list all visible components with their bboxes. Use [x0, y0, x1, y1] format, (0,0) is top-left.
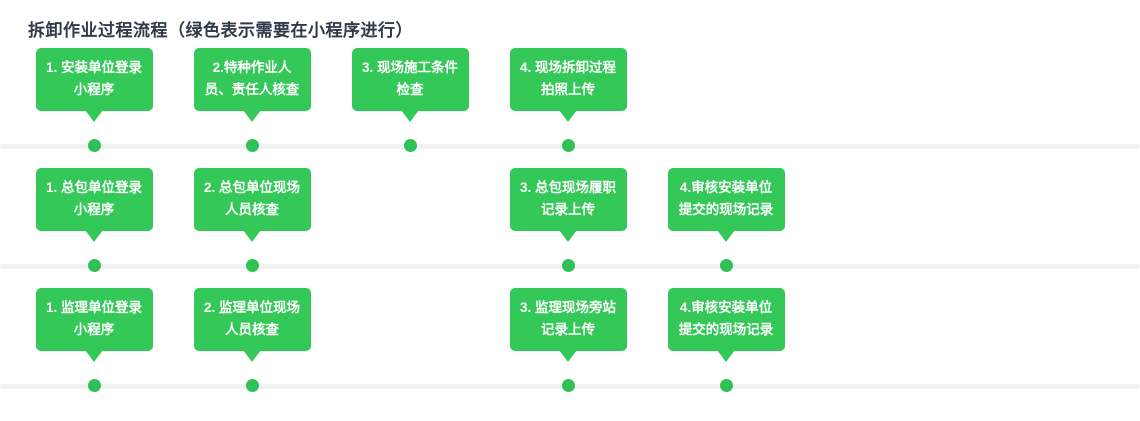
step-label: 4.审核安装单位提交的现场记录 — [678, 180, 774, 217]
timeline-node[interactable]: 1. 总包单位登录小程序 — [35, 168, 153, 242]
timeline-dot-icon[interactable] — [87, 259, 101, 272]
timeline-dot-icon[interactable] — [245, 139, 259, 152]
step-label: 3. 监理现场旁站记录上传 — [519, 300, 616, 337]
step-label: 4. 现场拆卸过程拍照上传 — [519, 60, 616, 97]
step-bubble[interactable]: 2.特种作业人员、责任人核查 — [193, 48, 311, 122]
timeline-node[interactable]: 1. 监理单位登录小程序 — [35, 288, 153, 362]
timeline-node[interactable]: 2. 监理单位现场人员核查 — [193, 288, 311, 362]
step-label: 1. 安装单位登录小程序 — [45, 60, 142, 97]
bubble-tail-icon — [85, 230, 103, 242]
step-bubble[interactable]: 1. 监理单位登录小程序 — [35, 288, 153, 362]
bubble-tail-icon — [717, 230, 735, 242]
step-label: 1. 监理单位登录小程序 — [45, 300, 142, 337]
step-label: 2. 监理单位现场人员核查 — [203, 300, 300, 337]
step-bubble[interactable]: 2. 总包单位现场人员核查 — [193, 168, 311, 242]
step-label: 2. 总包单位现场人员核查 — [203, 180, 300, 217]
timeline-node[interactable]: 4. 现场拆卸过程拍照上传 — [509, 48, 627, 122]
timeline-node[interactable]: 2. 总包单位现场人员核查 — [193, 168, 311, 242]
step-label: 2.特种作业人员、责任人核查 — [204, 60, 300, 97]
step-label: 4.审核安装单位提交的现场记录 — [678, 300, 774, 337]
installation-unit-row: 1. 安装单位登录小程序 2.特种作业人员、责任人核查 3. 现场施工条件检查 4. … — [0, 48, 1140, 168]
bubble-tail-icon — [401, 110, 419, 122]
step-bubble[interactable]: 3. 总包现场履职记录上传 — [509, 168, 627, 242]
bubble-tail-icon — [717, 350, 735, 362]
bubble-tail-icon — [559, 230, 577, 242]
bubble-tail-icon — [243, 230, 261, 242]
bubble-tail-icon — [85, 350, 103, 362]
bubble-tail-icon — [559, 350, 577, 362]
timeline-dot-icon[interactable] — [403, 139, 417, 152]
timeline-dot-icon[interactable] — [87, 379, 101, 392]
step-bubble[interactable]: 4.审核安装单位提交的现场记录 — [667, 168, 785, 242]
timeline-dot-icon[interactable] — [561, 379, 575, 392]
timeline-dot-icon[interactable] — [561, 139, 575, 152]
step-label: 1. 总包单位登录小程序 — [45, 180, 142, 217]
timeline-node[interactable]: 2.特种作业人员、责任人核查 — [193, 48, 311, 122]
timeline-stack: 1. 安装单位登录小程序 2.特种作业人员、责任人核查 3. 现场施工条件检查 4. … — [0, 48, 1140, 408]
bubble-tail-icon — [559, 110, 577, 122]
timeline-node[interactable]: 3. 总包现场履职记录上传 — [509, 168, 627, 242]
page-title: 拆卸作业过程流程（绿色表示需要在小程序进行） — [28, 21, 413, 40]
timeline-node[interactable]: 1. 安装单位登录小程序 — [35, 48, 153, 122]
general-contractor-row: 1. 总包单位登录小程序 2. 总包单位现场人员核查 3. 总包现场履职记录上传 4.… — [0, 168, 1140, 288]
bubble-tail-icon — [243, 110, 261, 122]
step-bubble[interactable]: 3. 现场施工条件检查 — [351, 48, 469, 122]
step-bubble[interactable]: 3. 监理现场旁站记录上传 — [509, 288, 627, 362]
step-bubble[interactable]: 4. 现场拆卸过程拍照上传 — [509, 48, 627, 122]
bubble-tail-icon — [243, 350, 261, 362]
timeline-dot-icon[interactable] — [561, 259, 575, 272]
timeline-dot-icon[interactable] — [245, 259, 259, 272]
timeline-dot-icon[interactable] — [245, 379, 259, 392]
step-bubble[interactable]: 1. 总包单位登录小程序 — [35, 168, 153, 242]
step-bubble[interactable]: 4.审核安装单位提交的现场记录 — [667, 288, 785, 362]
step-bubble[interactable]: 2. 监理单位现场人员核查 — [193, 288, 311, 362]
timeline-node[interactable]: 4.审核安装单位提交的现场记录 — [667, 168, 785, 242]
timeline-node[interactable]: 4.审核安装单位提交的现场记录 — [667, 288, 785, 362]
timeline-dot-icon[interactable] — [719, 259, 733, 272]
step-label: 3. 总包现场履职记录上传 — [519, 180, 616, 217]
timeline-dot-icon[interactable] — [87, 139, 101, 152]
step-label: 3. 现场施工条件检查 — [361, 60, 458, 97]
timeline-node[interactable]: 3. 现场施工条件检查 — [351, 48, 469, 122]
timeline-node[interactable]: 3. 监理现场旁站记录上传 — [509, 288, 627, 362]
timeline-dot-icon[interactable] — [719, 379, 733, 392]
bubble-tail-icon — [85, 110, 103, 122]
step-bubble[interactable]: 1. 安装单位登录小程序 — [35, 48, 153, 122]
supervision-unit-row: 1. 监理单位登录小程序 2. 监理单位现场人员核查 3. 监理现场旁站记录上传 4.… — [0, 288, 1140, 408]
